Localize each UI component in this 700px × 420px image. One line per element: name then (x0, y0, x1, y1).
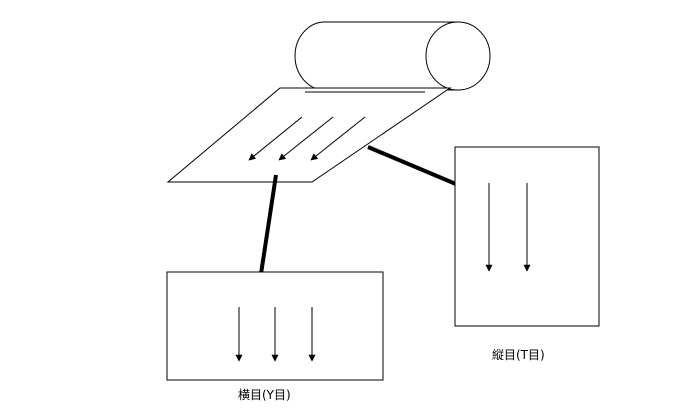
sheet-grain-arrow (278, 116, 334, 161)
vertical-grain-sheet (454, 146, 600, 327)
horizontal-grain-sheet (166, 271, 384, 381)
paper-roll (294, 21, 491, 91)
roll-end-cap (425, 21, 491, 91)
sheet-grain-arrow (248, 116, 303, 161)
sheet-grain-arrows (248, 116, 366, 161)
paper-sheet (166, 87, 452, 183)
pointer-arrow-to-horizontal (254, 174, 278, 290)
vertical-grain-label: 縦目(T目) (492, 348, 545, 362)
horizontal-grain-label: 横目(Y目) (238, 388, 291, 402)
sheet-grain-arrow (310, 116, 366, 161)
